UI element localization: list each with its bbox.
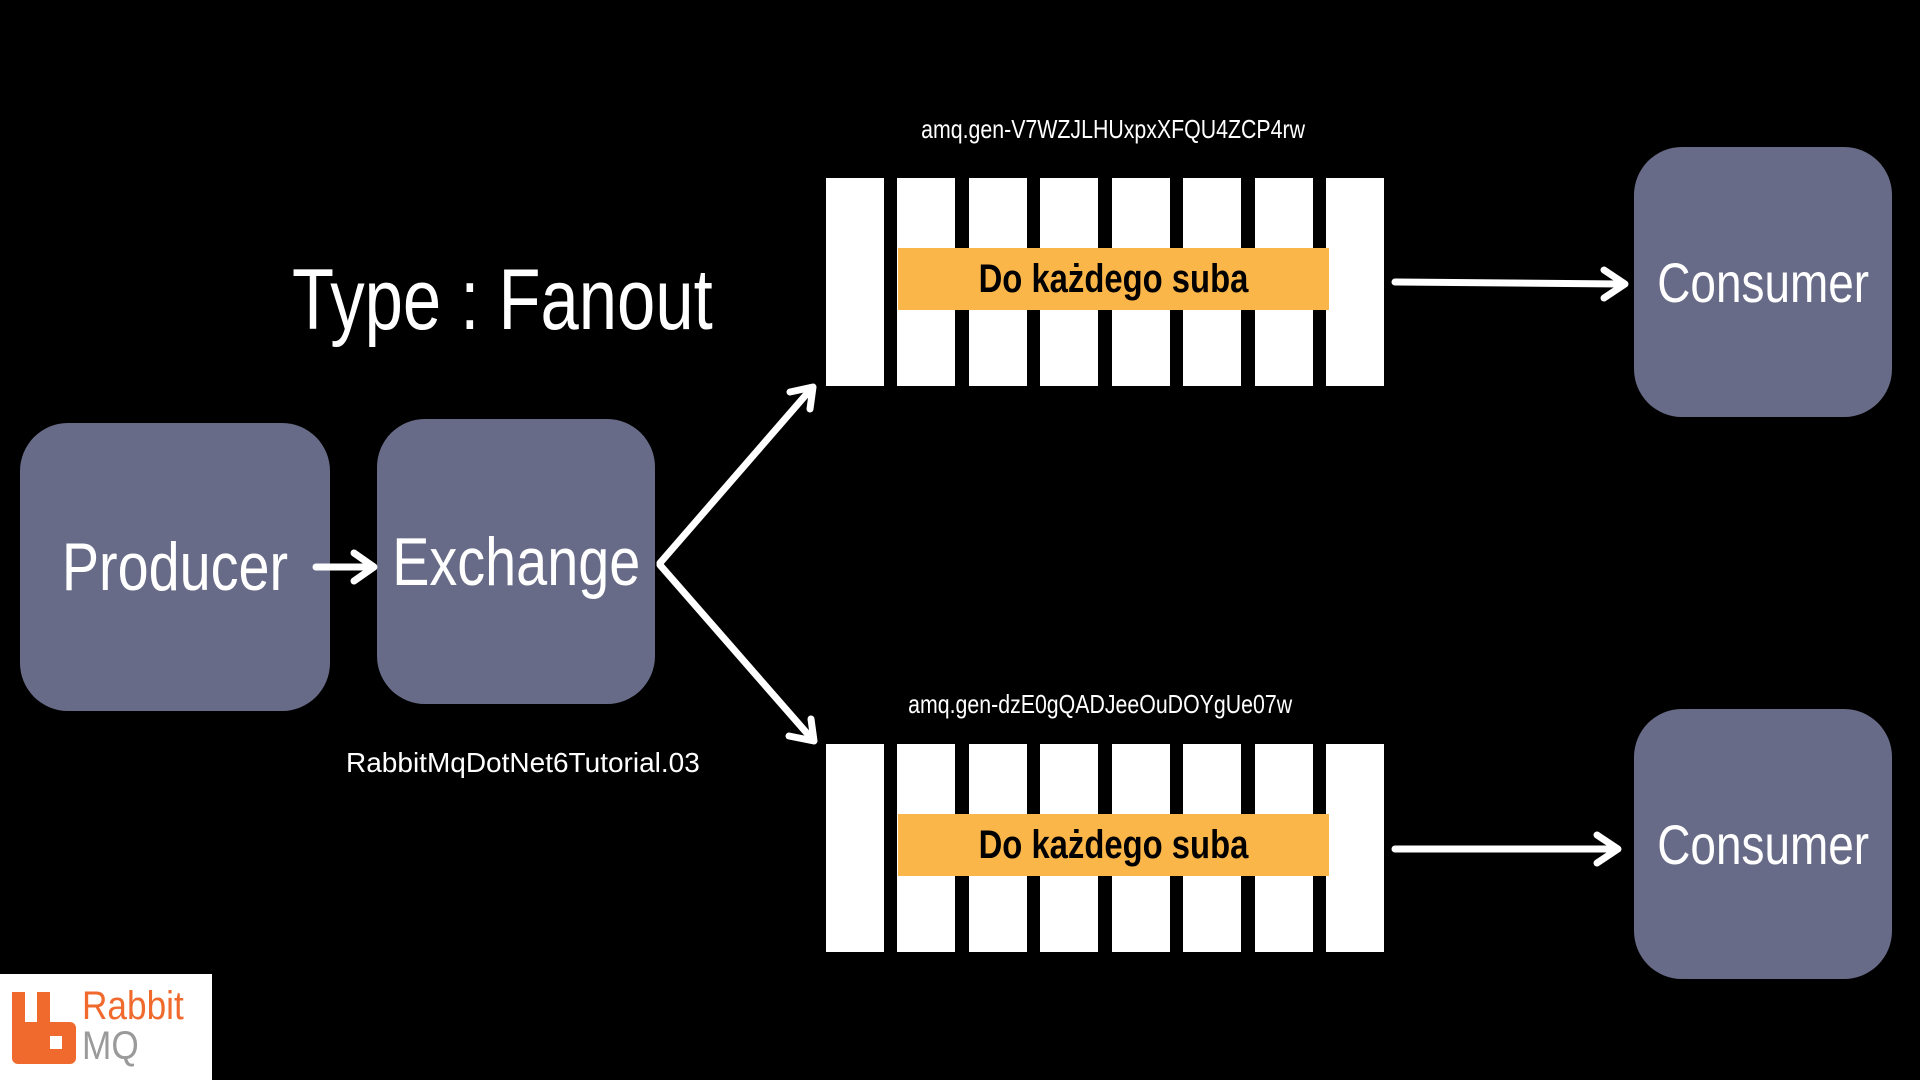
queue-2: Do każdego suba [826,744,1384,952]
queue-slot [1326,178,1384,386]
exchange-label: Exchange [392,523,641,600]
consumer-box-1: Consumer [1634,147,1892,417]
rabbitmq-logo: Rabbit MQ [0,974,212,1080]
producer-label: Producer [61,529,289,605]
queue-slot [1326,744,1384,952]
queue-message-1: Do każdego suba [898,248,1329,310]
producer-to-exchange-arrow [312,549,378,585]
logo-text-mq: MQ [82,1024,139,1068]
consumer-label-2: Consumer [1657,812,1869,876]
consumer-label-1: Consumer [1657,250,1869,314]
queue-message-2: Do każdego suba [898,814,1329,876]
producer-box: Producer [20,423,330,711]
queue-name-1: amq.gen-V7WZJLHUxpxXFQU4ZCP4rw [921,114,1305,144]
consumer-box-2: Consumer [1634,709,1892,979]
queue-1-to-consumer-arrow [1391,266,1629,302]
queue-slot [826,744,884,952]
exchange-name: RabbitMqDotNet6Tutorial.03 [346,747,700,778]
logo-text-rabbit: Rabbit [82,984,184,1028]
exchange-to-queue-2-arrow [656,561,818,745]
queue-name-2: amq.gen-dzE0gQADJeeOuDOYgUe07w [908,689,1292,719]
queue-slot [826,178,884,386]
exchange-box: Exchange [377,419,655,704]
rabbitmq-logo-icon [12,992,76,1064]
queue-2-to-consumer-arrow [1391,831,1622,867]
queue-1: Do każdego suba [826,178,1384,386]
diagram-title: Type : Fanout [292,252,713,348]
exchange-to-queue-1-arrow [656,383,817,567]
